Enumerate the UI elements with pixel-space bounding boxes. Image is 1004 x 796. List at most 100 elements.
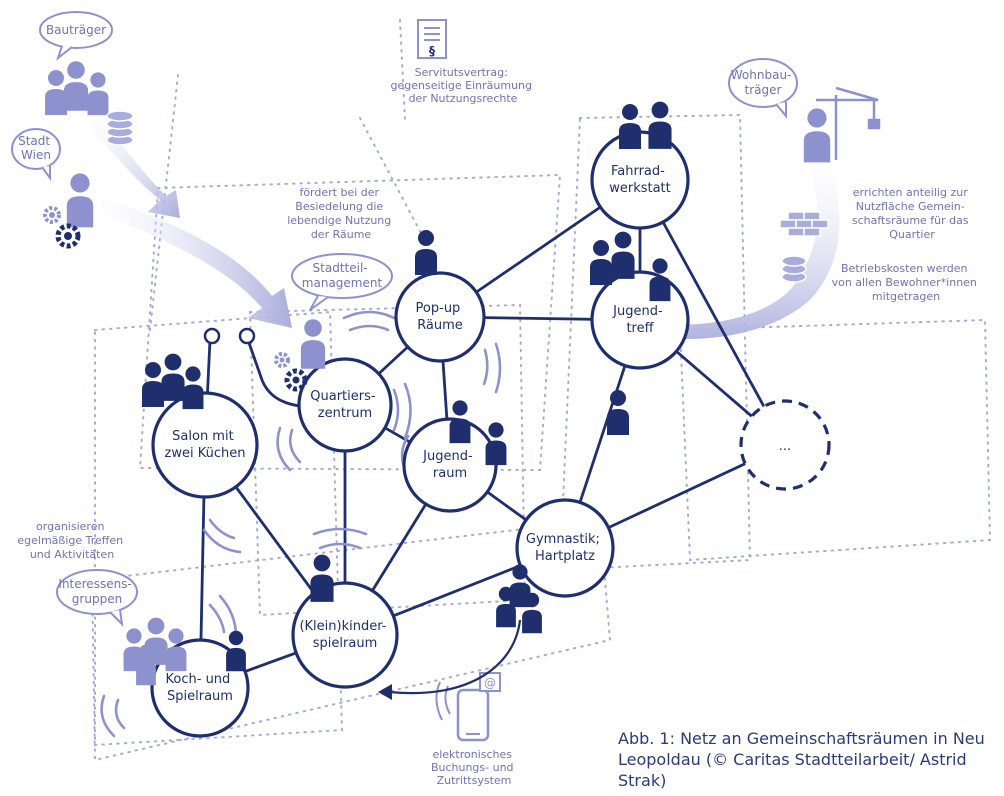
person-icon xyxy=(63,61,89,111)
gear-icons xyxy=(43,206,308,392)
bubble-stadtteilmanagement xyxy=(291,253,393,311)
label-jugendtreff: Jugend- treff xyxy=(612,304,667,336)
edge-fahrrad-ellipsis xyxy=(638,179,787,446)
person-icon xyxy=(310,554,334,602)
gear-icon xyxy=(43,206,61,224)
wave-popup-right-1 xyxy=(482,348,489,386)
person-icon xyxy=(226,630,246,672)
note-foerdert: fördert bei der Besiedelung die lebendig… xyxy=(287,186,395,241)
person-icon xyxy=(136,644,156,686)
wave-popup-left-1 xyxy=(348,324,390,332)
dotted-line-vertical-mid xyxy=(399,19,406,121)
person-icon xyxy=(619,104,641,149)
note-betriebskosten: Betriebskosten werden von allen Bewohner… xyxy=(832,262,981,303)
person-icon xyxy=(485,422,507,466)
note-elektronisch: elektronisches Buchungs- und Zutrittsyst… xyxy=(431,748,517,787)
bubble-label-interessensgruppen: Interessens- gruppen xyxy=(58,577,135,606)
node-salon xyxy=(151,391,259,499)
person-icon xyxy=(142,362,164,407)
wave-popup-right-2 xyxy=(494,342,502,394)
person-icon xyxy=(496,586,516,628)
dotted-outline-right xyxy=(558,113,752,572)
label-koch: Koch- und Spielraum xyxy=(166,672,235,704)
person-icon xyxy=(611,231,635,279)
crane-icon xyxy=(816,86,881,160)
bubble-stadt-wien xyxy=(11,128,61,182)
node-ellipsis xyxy=(739,399,831,491)
bubble-labels: Bauträger Stadt Wien Wohnbau- träger Sta… xyxy=(18,23,795,606)
bubble-label-stadtteilmanagement: Stadtteil- management xyxy=(302,261,383,290)
speech-bubbles xyxy=(11,11,798,627)
bubble-interessensgruppen xyxy=(56,569,138,627)
node-gymnastik xyxy=(515,498,615,598)
bubble-wohnbautraeger xyxy=(728,58,798,119)
wave-salon-bottom-1 xyxy=(208,518,236,540)
figure-caption: Abb. 1: Netz an Gemeinschaftsräumen in N… xyxy=(618,729,985,790)
person-icon xyxy=(803,108,831,163)
dotted-outline-far-right xyxy=(678,318,992,562)
wave-koch-left-1 xyxy=(114,698,126,730)
wave-koch-left-2 xyxy=(100,694,116,738)
label-kleinkinder: (Klein)kinder- spielraum xyxy=(299,619,390,651)
person-icon xyxy=(590,240,612,285)
wave-popup-left-2 xyxy=(342,310,396,320)
bubble-label-wohnbautraeger: Wohnbau- träger xyxy=(731,68,795,97)
bubble-label-stadt-wien: Stadt Wien xyxy=(18,134,54,162)
people-icons-navy xyxy=(142,101,672,672)
wave-quartier-right-1 xyxy=(392,388,400,432)
note-organisieren: organisieren egelmäßige Treffen und Akti… xyxy=(17,520,126,561)
dotted-outline-top xyxy=(138,173,562,472)
label-salon: Salon mit zwei Küchen xyxy=(165,429,246,461)
arrow-stadt-wien xyxy=(80,190,292,328)
brick-wall-icon xyxy=(779,211,829,237)
person-icon xyxy=(87,72,109,116)
wave-salon-bottom-2 xyxy=(202,528,242,554)
person-icon xyxy=(449,400,471,444)
node-quartierszentrum xyxy=(297,357,393,453)
node-popup-raeume xyxy=(394,271,486,363)
note-servitutsvertrag: Servitutsvertrag: gegenseitige Einräumun… xyxy=(391,66,536,105)
paragraph-symbol: § xyxy=(429,44,435,58)
person-icon xyxy=(66,173,94,228)
wave-quartier-left-2 xyxy=(276,426,292,472)
wave-quartier-right-2 xyxy=(403,382,412,440)
label-ellipsis: ... xyxy=(779,439,791,454)
person-icon xyxy=(161,353,185,401)
booking-arrow xyxy=(389,619,522,695)
bubble-label-bautraeger: Bauträger xyxy=(46,23,106,37)
wave-quartier-left-1 xyxy=(288,428,302,464)
person-icon xyxy=(165,628,187,672)
gear-icon xyxy=(284,368,308,392)
gear-icon xyxy=(274,352,290,368)
label-gymnastik: Gymnastik; Hartplatz xyxy=(526,532,604,564)
wave-koch-1 xyxy=(208,603,226,634)
person-icon xyxy=(144,617,168,665)
person-icon xyxy=(182,366,204,410)
bubble-bautraeger xyxy=(39,11,113,61)
node-kleinkinder xyxy=(291,581,399,689)
label-popup-raeume: Pop-up Räume xyxy=(416,301,465,333)
node-labels: Fahrrad- werkstatt Pop-up Räume Jugend- … xyxy=(165,164,792,704)
person-icon xyxy=(648,101,672,149)
wave-kleinkinder-top-2 xyxy=(312,527,368,536)
network-nodes xyxy=(150,130,831,738)
wave-kleinkinder-top-1 xyxy=(318,542,362,550)
coin-stack-icon xyxy=(781,255,807,283)
gear-icon xyxy=(55,223,81,249)
label-quartierszentrum: Quartiers- zentrum xyxy=(310,389,379,421)
pin-circle-salon xyxy=(203,327,221,345)
coin-stack-icon xyxy=(106,110,134,146)
coin-stacks xyxy=(106,110,807,283)
person-icon xyxy=(415,230,437,275)
person-icon xyxy=(649,258,671,302)
contract-document-icon: § xyxy=(417,19,447,59)
smartphone-icon: @ xyxy=(435,672,501,742)
people-icons-light xyxy=(45,61,831,686)
person-icon xyxy=(607,390,629,435)
dotted-outline-lower xyxy=(90,518,612,762)
dotted-line-diagonal xyxy=(359,117,431,251)
label-jugendraum: Jugend- raum xyxy=(422,449,477,481)
label-fahrradwerkstatt: Fahrrad- werkstatt xyxy=(609,164,671,196)
